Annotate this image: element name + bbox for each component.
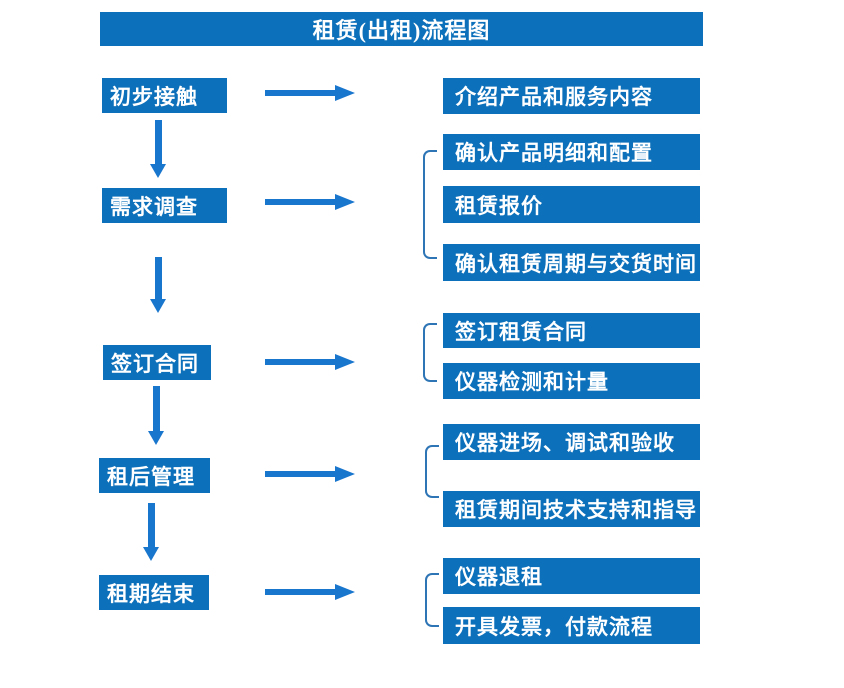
step-sign-contract: 签订合同 bbox=[103, 345, 211, 380]
right-arrow-shaft bbox=[265, 199, 337, 205]
right-arrow-head bbox=[335, 85, 355, 101]
detail-box: 确认租赁周期与交货时间 bbox=[443, 244, 700, 281]
group-bracket bbox=[423, 323, 437, 382]
detail-box: 仪器检测和计量 bbox=[443, 363, 700, 399]
step-rental-end: 租期结束 bbox=[99, 575, 209, 610]
down-arrow-head bbox=[143, 547, 159, 561]
right-arrow-head bbox=[335, 194, 355, 210]
down-arrow-icon bbox=[148, 386, 165, 445]
page-title: 租赁(出租)流程图 bbox=[312, 18, 491, 43]
detail-box: 介绍产品和服务内容 bbox=[443, 78, 700, 114]
right-arrow-shaft bbox=[265, 589, 337, 595]
detail-box: 开具发票，付款流程 bbox=[443, 607, 700, 644]
group-bracket bbox=[425, 445, 439, 498]
down-arrow-shaft bbox=[155, 257, 162, 299]
right-arrow-shaft bbox=[265, 471, 337, 477]
right-arrow-icon bbox=[265, 85, 355, 101]
right-arrow-shaft bbox=[265, 90, 337, 96]
right-arrow-icon bbox=[265, 466, 355, 482]
down-arrow-shaft bbox=[153, 386, 160, 431]
down-arrow-icon bbox=[150, 120, 167, 178]
down-arrow-icon bbox=[143, 503, 160, 561]
step-demand-survey: 需求调查 bbox=[102, 188, 227, 223]
detail-box: 确认产品明细和配置 bbox=[443, 134, 700, 170]
detail-box: 仪器退租 bbox=[443, 558, 700, 594]
right-arrow-shaft bbox=[265, 359, 337, 365]
step-post-rental-management: 租后管理 bbox=[99, 458, 210, 493]
detail-box: 租赁期间技术支持和指导 bbox=[443, 491, 700, 527]
down-arrow-head bbox=[148, 431, 164, 445]
down-arrow-shaft bbox=[155, 120, 162, 164]
down-arrow-head bbox=[150, 299, 166, 313]
detail-box: 仪器进场、调试和验收 bbox=[443, 424, 700, 460]
right-arrow-icon bbox=[265, 584, 355, 600]
step-initial-contact: 初步接触 bbox=[102, 78, 227, 113]
right-arrow-icon bbox=[265, 354, 355, 370]
group-bracket bbox=[425, 573, 439, 627]
right-arrow-icon bbox=[265, 194, 355, 210]
detail-box: 租赁报价 bbox=[443, 186, 700, 223]
group-bracket bbox=[423, 150, 437, 259]
right-arrow-head bbox=[335, 466, 355, 482]
title-bar: 租赁(出租)流程图 bbox=[100, 12, 703, 46]
detail-box: 签订租赁合同 bbox=[443, 313, 700, 348]
down-arrow-head bbox=[150, 164, 166, 178]
right-arrow-head bbox=[335, 584, 355, 600]
right-arrow-head bbox=[335, 354, 355, 370]
down-arrow-shaft bbox=[148, 503, 155, 547]
down-arrow-icon bbox=[150, 257, 167, 313]
